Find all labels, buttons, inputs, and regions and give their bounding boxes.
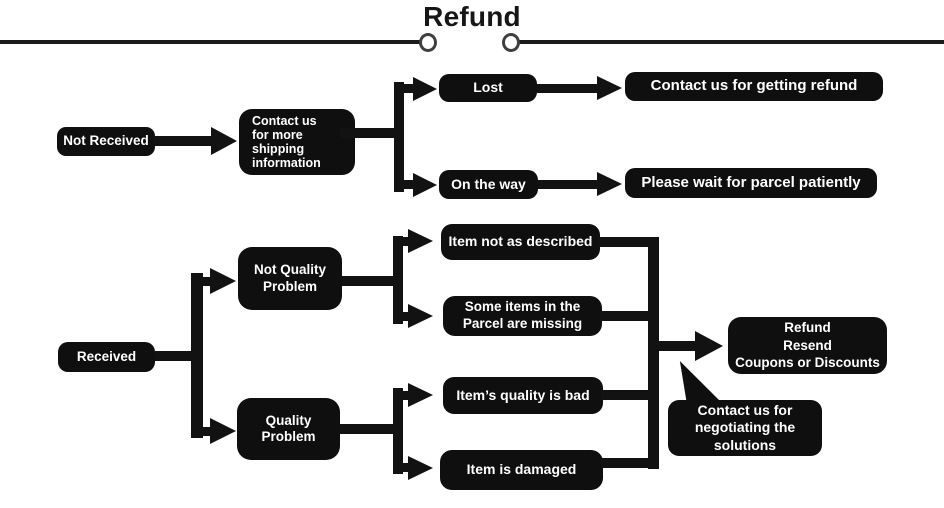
node-quality-bad: Item’s quality is bad bbox=[443, 377, 603, 414]
arrowhead-icon bbox=[211, 127, 237, 155]
connector bbox=[342, 276, 396, 286]
node-not-received: Not Received bbox=[57, 127, 155, 156]
connector bbox=[403, 463, 409, 472]
connector bbox=[659, 341, 697, 351]
node-received: Received bbox=[58, 342, 155, 372]
arrowhead-icon bbox=[408, 304, 433, 328]
node-items-missing: Some items in the Parcel are missing bbox=[443, 296, 602, 336]
arrowhead-icon bbox=[408, 229, 433, 253]
connector bbox=[601, 458, 650, 468]
connector bbox=[393, 236, 403, 324]
connector bbox=[403, 391, 409, 400]
arrowhead-icon bbox=[597, 76, 622, 100]
connector bbox=[598, 237, 650, 247]
page-title: Refund bbox=[423, 1, 521, 32]
node-contact-shipping: Contact us for more shipping information bbox=[239, 109, 355, 175]
connector bbox=[537, 84, 599, 93]
connector bbox=[340, 128, 397, 138]
arrowhead-icon bbox=[597, 172, 622, 196]
node-lost: Lost bbox=[439, 74, 537, 102]
divider-line-right bbox=[517, 40, 944, 44]
arrowhead-icon bbox=[695, 331, 723, 361]
connector bbox=[403, 312, 409, 321]
speech-bubble-tail-icon bbox=[679, 361, 722, 403]
divider-circle-left-icon bbox=[419, 33, 437, 52]
node-quality-problem: Quality Problem bbox=[237, 398, 340, 460]
node-item-damaged: Item is damaged bbox=[440, 450, 603, 490]
connector bbox=[340, 424, 396, 434]
connector bbox=[404, 84, 414, 93]
arrowhead-icon bbox=[413, 173, 437, 197]
arrowhead-icon bbox=[408, 456, 433, 480]
connector bbox=[394, 82, 404, 192]
connector bbox=[648, 237, 659, 469]
connector bbox=[393, 388, 403, 474]
connector bbox=[403, 237, 409, 246]
node-refund-resend: Refund Resend Coupons or Discounts bbox=[728, 317, 887, 374]
node-please-wait: Please wait for parcel patiently bbox=[625, 168, 877, 198]
arrowhead-icon bbox=[408, 383, 433, 407]
node-item-not-described: Item not as described bbox=[441, 224, 600, 260]
connector bbox=[203, 277, 211, 286]
node-not-quality-problem: Not Quality Problem bbox=[238, 247, 342, 310]
divider-line-left bbox=[0, 40, 421, 44]
node-contact-refund: Contact us for getting refund bbox=[625, 72, 883, 101]
connector bbox=[600, 311, 650, 321]
node-negotiate-bubble: Contact us for negotiating the solutions bbox=[668, 400, 822, 456]
node-on-the-way: On the way bbox=[439, 170, 538, 199]
connector bbox=[538, 180, 599, 189]
connector bbox=[404, 180, 414, 189]
arrowhead-icon bbox=[210, 418, 236, 444]
connector bbox=[191, 273, 203, 438]
connector bbox=[601, 390, 650, 400]
arrowhead-icon bbox=[413, 77, 437, 101]
connector bbox=[155, 351, 197, 361]
connector bbox=[153, 136, 213, 146]
connector bbox=[203, 427, 211, 436]
divider-circle-right-icon bbox=[502, 33, 520, 52]
arrowhead-icon bbox=[210, 268, 236, 294]
